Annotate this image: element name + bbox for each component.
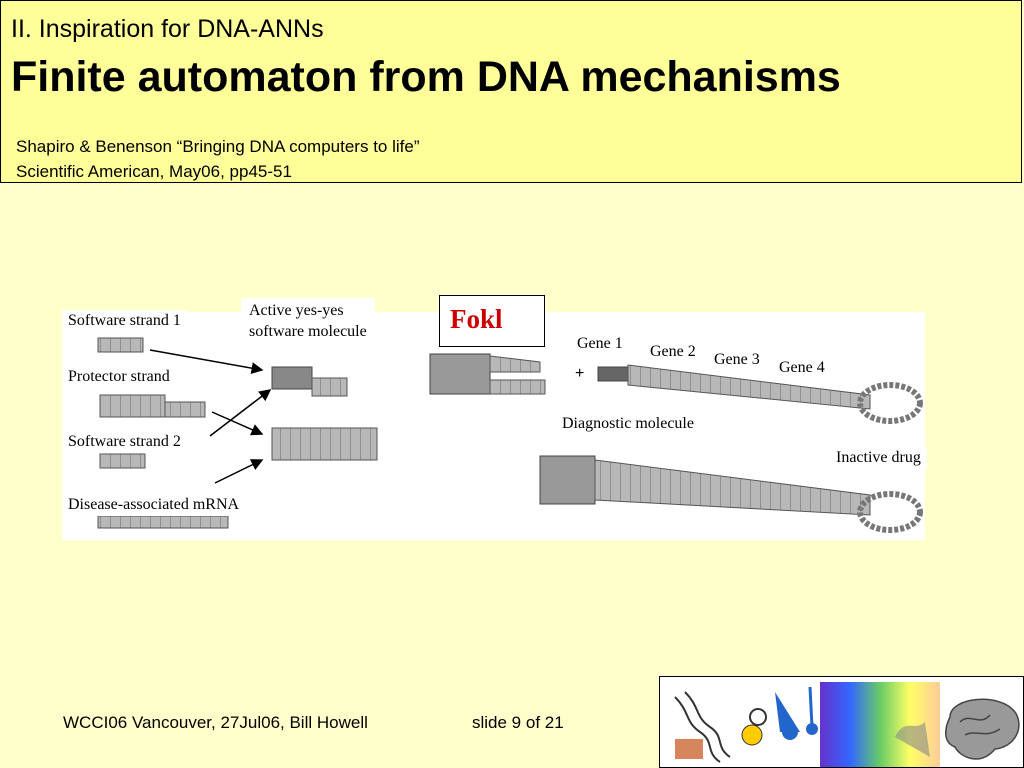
protector-strand-shape (99, 394, 206, 418)
fokl-enzyme-shape (429, 353, 546, 395)
label-disease-mrna: Disease-associated mRNA (62, 494, 246, 516)
plus-sign: + (575, 365, 584, 382)
title-box: II. Inspiration for DNA-ANNs Finite auto… (0, 0, 1022, 183)
label-active-molecule-line1: Active yes-yes (249, 302, 344, 319)
label-software-strand-1: Software strand 1 (62, 310, 187, 332)
active-molecule-shape (271, 366, 348, 397)
label-diagnostic-molecule: Diagnostic molecule (556, 413, 700, 435)
software-strand-2-shape (99, 453, 146, 469)
slide-title: Finite automaton from DNA mechanisms (11, 53, 841, 101)
label-gene-4: Gene 4 (773, 357, 831, 379)
label-protector-strand: Protector strand (62, 366, 176, 388)
reference-line-2: Scientific American, May06, pp45-51 (16, 162, 292, 181)
label-software-strand-2: Software strand 2 (62, 431, 187, 453)
slide-subtitle: II. Inspiration for DNA-ANNs (11, 15, 324, 43)
label-active-molecule: Active yes-yes software molecule (241, 298, 375, 344)
final-complex-shape (539, 455, 923, 533)
software-strand-1-shape (97, 337, 144, 353)
slide-number: slide 9 of 21 (472, 713, 564, 732)
disease-mrna-shape (97, 515, 229, 529)
diagnostic-molecule-shape (597, 364, 923, 424)
label-inactive-drug: Inactive drug (830, 447, 927, 469)
footer-credit: WCCI06 Vancouver, 27Jul06, Bill Howell (63, 713, 368, 732)
logo-art (674, 682, 1020, 767)
label-gene-1: Gene 1 (571, 333, 629, 355)
arrows (149, 349, 272, 484)
reference-line-1: Shapiro & Benenson “Bringing DNA compute… (16, 137, 420, 156)
label-gene-3: Gene 3 (708, 349, 766, 371)
software-strand-2-combined-shape (271, 427, 378, 461)
plus-text: + (575, 365, 584, 382)
label-active-molecule-line2: software molecule (249, 323, 367, 340)
label-fokl: Fokl (439, 295, 545, 347)
label-gene-2: Gene 2 (644, 341, 702, 363)
dna-brain-logo (659, 676, 1024, 768)
